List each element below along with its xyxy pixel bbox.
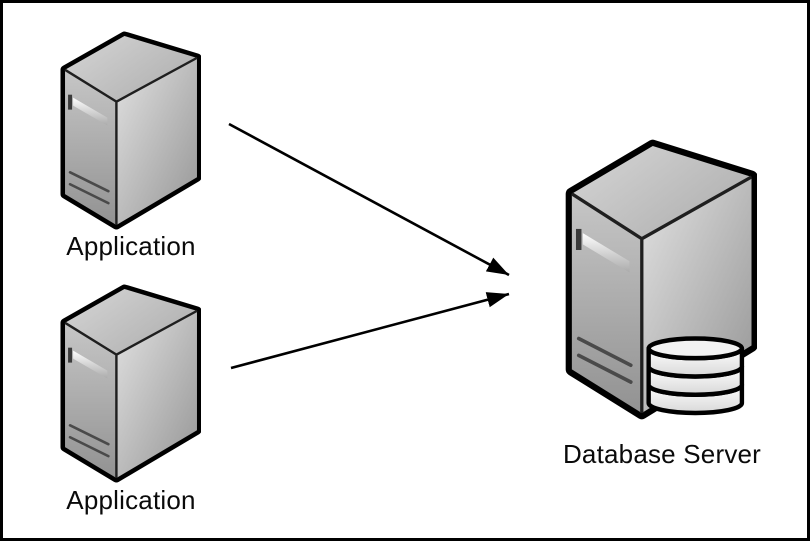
database-disks-icon (646, 336, 745, 416)
connector-layer (228, 122, 510, 370)
panel-lines (68, 423, 110, 458)
vent-slot (73, 350, 108, 379)
node-label-application-1: Application (66, 231, 196, 261)
node-label-database-server: Database Server (562, 439, 762, 469)
database-server-icon (565, 139, 757, 420)
arrow-app2-to-db (230, 292, 510, 370)
node-label-application-2: Application (66, 485, 196, 515)
panel-lines (68, 170, 110, 205)
panel-lines (576, 336, 633, 384)
server-icon (60, 31, 201, 230)
vent-slot (582, 233, 630, 273)
vent-slot (73, 97, 108, 126)
arrow-app1-to-db (228, 122, 510, 277)
server-icon (60, 284, 201, 483)
